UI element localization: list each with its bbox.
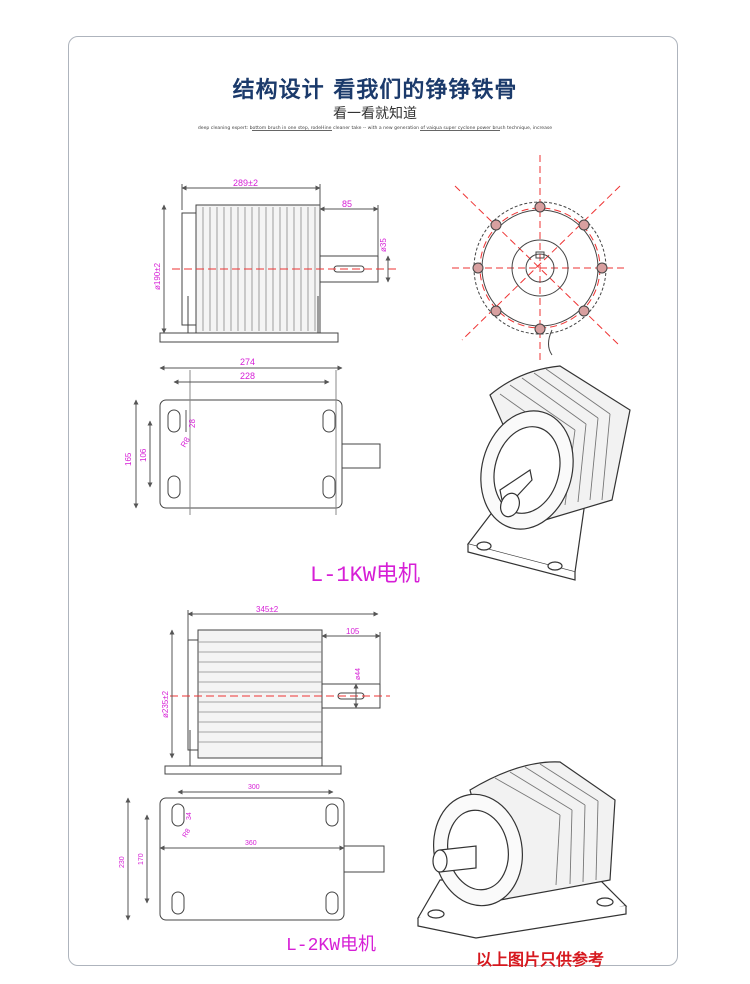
model-label-2kw: L-2KW电机 [286,936,377,956]
dim-2kw-shaft-length: 105 [346,627,360,636]
dim-1kw-slot-len: 28 [188,419,197,428]
dim-1kw-hole-span: 106 [139,448,148,462]
subtitle-rule-left [252,130,332,131]
motor-1kw-perspective [466,365,631,581]
motor-1kw-front-view [452,155,628,360]
dim-1kw-base-depth: 165 [124,452,133,466]
motor-2kw-perspective [417,761,628,939]
reference-note: 以上图片只供参考 [476,950,605,969]
motor-1kw-base-view [133,365,381,515]
dim-2kw-slot-r: R8 [182,828,193,839]
motor-1kw-side-view [159,184,398,343]
tagline: deep cleaning expert: bottom brush in on… [197,126,553,131]
dim-2kw-base-depth: 230 [119,856,126,868]
motor-2kw-side-view [164,610,390,775]
dim-1kw-base-inner: 228 [240,371,255,381]
dim-1kw-shaft-length: 85 [342,199,352,209]
dim-2kw-base-outer: 360 [245,840,257,847]
dim-2kw-shaft-dia: ø44 [355,668,362,680]
dim-1kw-base-outer: 274 [240,357,255,367]
dim-2kw-hole-span: 170 [138,853,145,865]
dim-2kw-body-dia: ø235±2 [161,690,170,718]
motor-2kw-base-view [125,789,385,921]
page-subtitle: 看一看就知道 [333,106,417,122]
dim-1kw-length: 289±2 [233,178,258,188]
model-label-1kw: L-1KW电机 [310,563,421,588]
content-frame [68,36,678,966]
dim-2kw-base-inner: 300 [248,784,260,791]
dim-2kw-length: 345±2 [256,605,279,614]
dim-2kw-slot-len: 34 [186,812,193,820]
subtitle-rule-right [420,130,500,131]
page-title: 结构设计 看我们的铮铮铁骨 [232,77,518,103]
dim-1kw-body-dia: ø190±2 [153,262,162,290]
dim-1kw-shaft-dia: ø35 [379,238,388,252]
